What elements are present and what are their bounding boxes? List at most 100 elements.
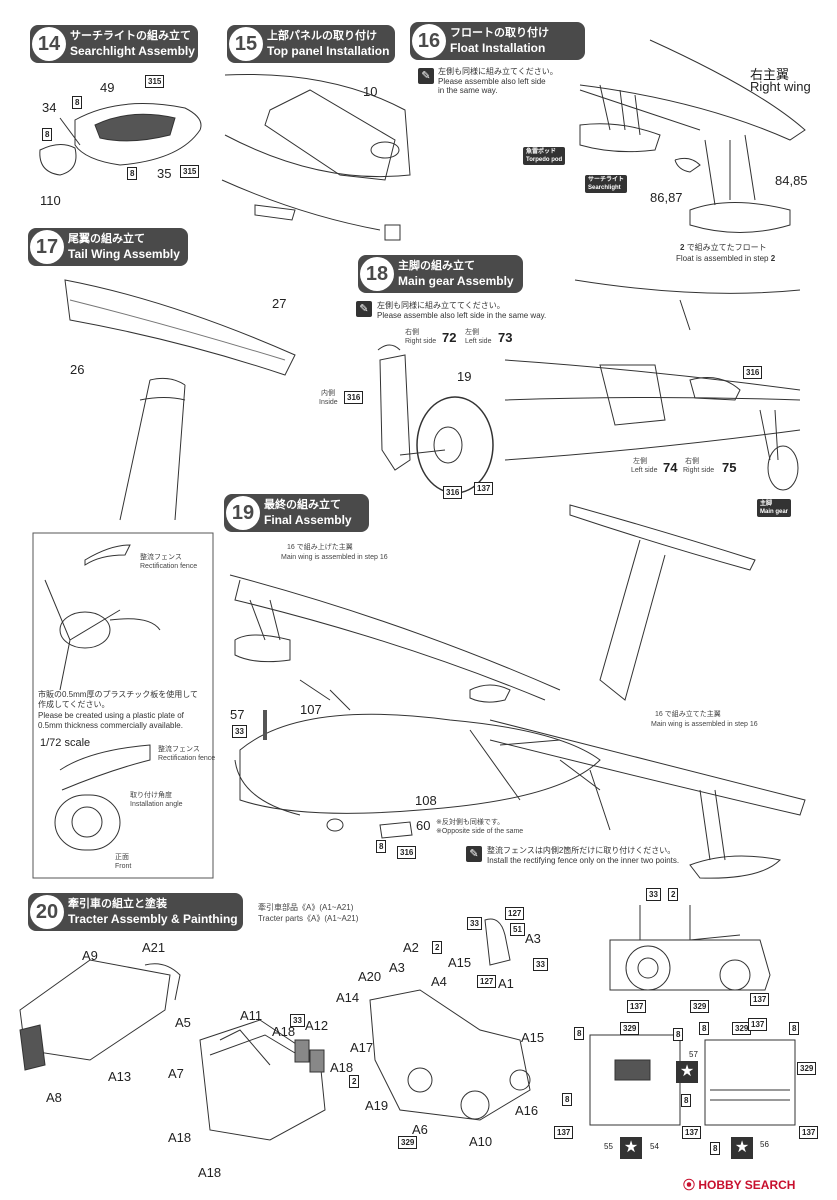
color-code: 316 — [344, 391, 364, 404]
color-code: 51 — [510, 923, 525, 936]
plastic-note: Please be created using a plastic plate … — [38, 711, 184, 720]
color-code: 2 — [349, 1075, 360, 1088]
part-label: A7 — [168, 1066, 184, 1081]
part-label: A21 — [142, 940, 166, 955]
color-code: 137 — [554, 1126, 574, 1139]
fence-label-jp: 整流フェンス — [140, 554, 182, 561]
color-code: 329 — [398, 1136, 418, 1149]
color-code: 8 — [562, 1093, 573, 1106]
step-ref: 2 — [680, 243, 685, 252]
color-code: 127 — [477, 975, 497, 988]
side-label-en: Right side — [683, 467, 715, 474]
part-label: 72 — [442, 330, 457, 345]
fence-label-en: Rectification fence — [140, 563, 198, 570]
tag-en: Main gear — [760, 509, 789, 515]
note-icon: ✎ — [356, 301, 372, 317]
tag-jp: サーチライト — [588, 177, 625, 183]
color-code: 33 — [533, 958, 548, 971]
float-note-en: Float is assembled in step 2 — [676, 254, 775, 264]
part-label: A18 — [272, 1024, 296, 1039]
star-insignia-icon: ★ — [676, 1061, 698, 1083]
step-ref: 2 — [770, 254, 776, 263]
step-title-jp: 上部パネルの取り付け — [267, 30, 377, 42]
color-code: 127 — [505, 907, 525, 920]
color-code: 8 — [42, 128, 53, 141]
step-number: 20 — [30, 895, 64, 929]
step-17-header: 17 尾翼の組み立て Tail Wing Assembly — [28, 228, 188, 266]
part-label: 56 — [760, 1140, 769, 1149]
part-label: A13 — [108, 1069, 132, 1084]
color-code: 8 — [72, 96, 83, 109]
plastic-note: 市販の0.5mm厚のプラスチック板を使用して — [38, 690, 199, 699]
side-label-en: Left side — [465, 338, 492, 345]
step-number: 15 — [229, 27, 263, 61]
note-icon: ✎ — [466, 846, 482, 862]
color-code: 8 — [574, 1027, 585, 1040]
color-code: 8 — [673, 1028, 684, 1041]
part-label: 26 — [70, 362, 85, 377]
watermark: ⦿ HOBBY SEARCH — [683, 1178, 796, 1192]
step-title-en: Float Installation — [450, 41, 546, 55]
step-20-header: 20 牽引車の組立と塗装 Tracter Assembly & Painthing — [28, 893, 243, 931]
part-label: A15 — [448, 955, 472, 970]
step-number: 16 — [412, 24, 446, 58]
wing-label-jp: 右主翼 — [750, 67, 790, 82]
angle-label-jp: 取り付け角度 — [130, 792, 172, 799]
part-label: A1 — [498, 976, 514, 991]
color-code: 33 — [290, 1014, 305, 1027]
part-label: 75 — [722, 460, 737, 475]
step-title-en: Searchlight Assembly — [70, 44, 195, 58]
step-number: 19 — [226, 496, 260, 530]
wing-note-jp: 16 で組み上げた主翼 — [287, 544, 353, 551]
fence-note-en: Install the rectifying fence only on the… — [487, 856, 680, 865]
step-title-jp: 主脚の組み立て — [398, 260, 475, 272]
side-label-jp: 右側 — [685, 458, 699, 465]
step-number: 18 — [360, 257, 394, 291]
part-label: 86,87 — [650, 190, 683, 205]
main-gear-tag: 主脚 Main gear — [757, 499, 792, 517]
part-label: A10 — [469, 1134, 493, 1149]
opposite-note-jp: ※反対側も同様です。 — [436, 819, 505, 826]
step-number: 17 — [30, 230, 64, 264]
part-label: A9 — [82, 948, 98, 963]
star-insignia-icon: ★ — [731, 1137, 753, 1159]
step-title-jp: 尾翼の組み立て — [68, 233, 145, 245]
side-label-en: Right side — [405, 338, 437, 345]
step-title-en: Final Assembly — [264, 513, 352, 527]
wing-note-en: Main wing is assembled in step 16 — [281, 554, 388, 561]
step-title-jp: 牽引車の組立と塗装 — [68, 898, 167, 910]
part-label: A20 — [358, 969, 382, 984]
angle-label-en: Installation angle — [130, 801, 183, 808]
part-label: A18 — [198, 1165, 222, 1180]
color-code: 329 — [690, 1000, 710, 1013]
note-jp: 左側も同様に組み立ててください。 — [377, 301, 505, 310]
part-label: A2 — [403, 940, 419, 955]
note-en: Please assemble also left side in the sa… — [377, 311, 547, 320]
color-code: 8 — [710, 1142, 721, 1155]
color-code: 8 — [699, 1022, 710, 1035]
color-code: 329 — [797, 1062, 817, 1075]
part-label: 110 — [40, 193, 61, 208]
tag-jp: 主脚 — [760, 501, 773, 507]
part-label: A3 — [525, 931, 541, 946]
front-label-jp: 正面 — [115, 854, 129, 861]
part-label: 84,85 — [775, 173, 808, 188]
color-code: 137 — [748, 1018, 768, 1031]
part-label: 57 — [689, 1050, 698, 1059]
color-code: 329 — [620, 1022, 640, 1035]
inside-label-en: Inside — [319, 399, 338, 406]
part-label: A18 — [330, 1060, 354, 1075]
step-title-jp: サーチライトの組み立て — [70, 30, 191, 42]
part-label: A17 — [350, 1040, 374, 1055]
part-label: 19 — [457, 369, 472, 384]
opposite-note-en: ※Opposite side of the same — [436, 828, 524, 835]
step-title-en: Tracter Assembly & Painthing — [68, 912, 238, 926]
color-code: 8 — [376, 840, 387, 853]
side-label-jp: 左側 — [633, 458, 647, 465]
tractor-parts-jp: 牽引車部品《A》(A1~A21) — [258, 903, 354, 912]
step-title-en: Tail Wing Assembly — [68, 247, 180, 261]
fence-label-en: Rectification fence — [158, 755, 216, 762]
